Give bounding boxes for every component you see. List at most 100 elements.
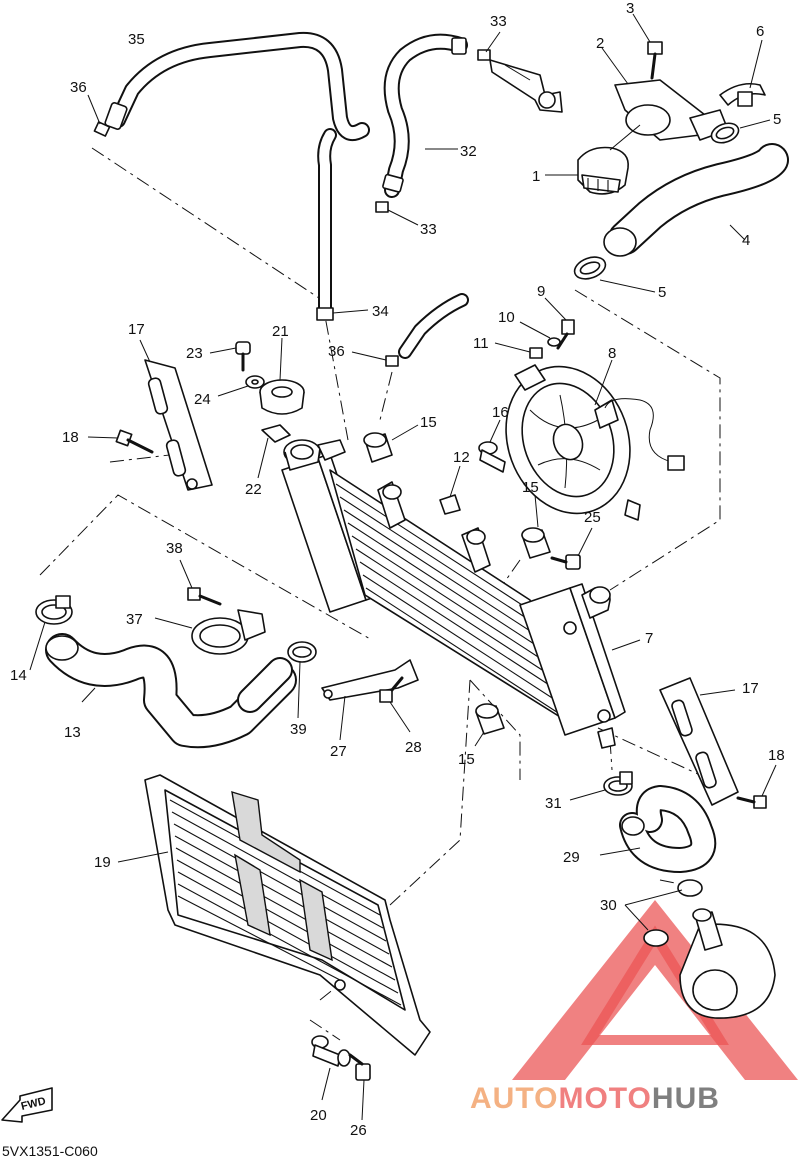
clamp-30: [624, 879, 703, 947]
callout-15-c: 15: [458, 751, 475, 768]
callout-24: 24: [194, 391, 211, 408]
callout-36-center: 36: [328, 343, 345, 360]
callout-27: 27: [330, 743, 347, 760]
callout-20: 20: [310, 1107, 327, 1124]
watermark-auto: AUTO: [470, 1082, 558, 1115]
callout-14: 14: [10, 667, 27, 684]
callout-32: 32: [460, 143, 477, 160]
clip-36-top: [87, 94, 111, 137]
radiator-guard-19: [117, 774, 431, 1056]
pipe-fitting-top: [489, 59, 563, 113]
bolt-23: [209, 341, 251, 372]
callout-5-bottom: 5: [658, 284, 666, 301]
bracket-27: [321, 659, 419, 741]
grommet-15-b: [521, 494, 551, 559]
callout-25: 25: [584, 509, 601, 526]
clip-34: [316, 307, 369, 321]
clip-33-b: [375, 201, 419, 226]
callout-35: 35: [128, 31, 145, 48]
callout-21: 21: [272, 323, 289, 340]
callout-31: 31: [545, 795, 562, 812]
collar-20: [311, 1035, 351, 1101]
callout-26: 26: [350, 1122, 367, 1139]
callout-6: 6: [756, 23, 764, 40]
bolt-38: [179, 559, 222, 606]
callout-12: 12: [453, 449, 470, 466]
callout-17-right: 17: [742, 680, 759, 697]
clamp-14: [29, 595, 73, 671]
callout-19: 19: [94, 854, 111, 871]
bolt-9: [544, 297, 575, 350]
callout-17-left: 17: [128, 321, 145, 338]
callout-18-right: 18: [768, 747, 785, 764]
bracket-17-left: [139, 339, 213, 491]
forward-direction-arrow: FWD: [1, 1087, 53, 1123]
callout-16: 16: [492, 404, 509, 421]
callout-10: 10: [498, 309, 515, 326]
clamp-37: [154, 609, 266, 655]
grommet-15-a: [363, 424, 419, 463]
collar-16: [478, 419, 506, 473]
watermark-hub: HUB: [652, 1082, 720, 1115]
diagram-code: 5VX1351-C060: [2, 1143, 98, 1159]
clamp-5-top: [710, 119, 771, 144]
water-pump: [679, 908, 776, 1019]
washer-24: [217, 375, 265, 397]
callout-2: 2: [596, 35, 604, 52]
hose-13: [45, 633, 297, 749]
clamp-31: [569, 771, 633, 801]
clamp-39: [287, 641, 317, 719]
callout-11: 11: [473, 335, 489, 352]
callout-33-top: 33: [490, 13, 507, 30]
thermostat-cover-2: [601, 47, 729, 141]
hose-32: [382, 33, 468, 198]
callout-labels: 1 2 3 4 5 5 6 7 8 9 10 11 12 13 14 15 15…: [10, 0, 785, 1139]
callout-28: 28: [405, 739, 422, 756]
nut-11: [494, 342, 543, 359]
clip-33-a: [477, 31, 501, 61]
callout-15-a: 15: [420, 414, 437, 431]
watermark-moto: MOTO: [558, 1082, 651, 1115]
callout-5-top: 5: [773, 111, 781, 128]
thermostat-1: [545, 124, 641, 195]
callout-9: 9: [537, 283, 545, 300]
hose-35: [104, 31, 370, 317]
callout-8: 8: [608, 345, 616, 362]
hose-4: [603, 143, 789, 257]
callout-1: 1: [532, 168, 540, 185]
watermark-text: AUTOMOTOHUB: [470, 1082, 720, 1115]
callout-38: 38: [166, 540, 183, 557]
callout-23: 23: [186, 345, 203, 362]
callout-13: 13: [64, 724, 81, 741]
callout-39: 39: [290, 721, 307, 738]
callout-22: 22: [245, 481, 262, 498]
bolt-28: [379, 676, 411, 733]
callout-18-left: 18: [62, 429, 79, 446]
bolt-26: [348, 1053, 371, 1121]
callout-30: 30: [600, 897, 617, 914]
grommet-15-c: [474, 703, 505, 747]
washer-10: [519, 321, 561, 347]
callout-36-top: 36: [70, 79, 87, 96]
clip-12: [439, 465, 461, 515]
callout-7: 7: [645, 630, 653, 647]
callout-3: 3: [626, 0, 634, 17]
cooling-fan-8: [505, 359, 685, 521]
clamp-5-bottom: [573, 256, 656, 293]
bolt-25: [550, 527, 593, 570]
callout-15-b: 15: [522, 479, 539, 496]
bolt-3: [632, 13, 663, 80]
radiator-cap-21: [259, 337, 305, 415]
bracket-17-right: [659, 677, 739, 806]
hose-36-center: [351, 293, 469, 367]
clip-22: [257, 424, 291, 479]
callout-4: 4: [742, 232, 750, 249]
bolt-18-left: [87, 429, 154, 454]
bolt-18-right: [736, 764, 777, 809]
callout-34: 34: [372, 303, 389, 320]
fwd-label: FWD: [20, 1095, 47, 1113]
callout-33-bottom: 33: [420, 221, 437, 238]
callout-37: 37: [126, 611, 143, 628]
callout-29: 29: [563, 849, 580, 866]
